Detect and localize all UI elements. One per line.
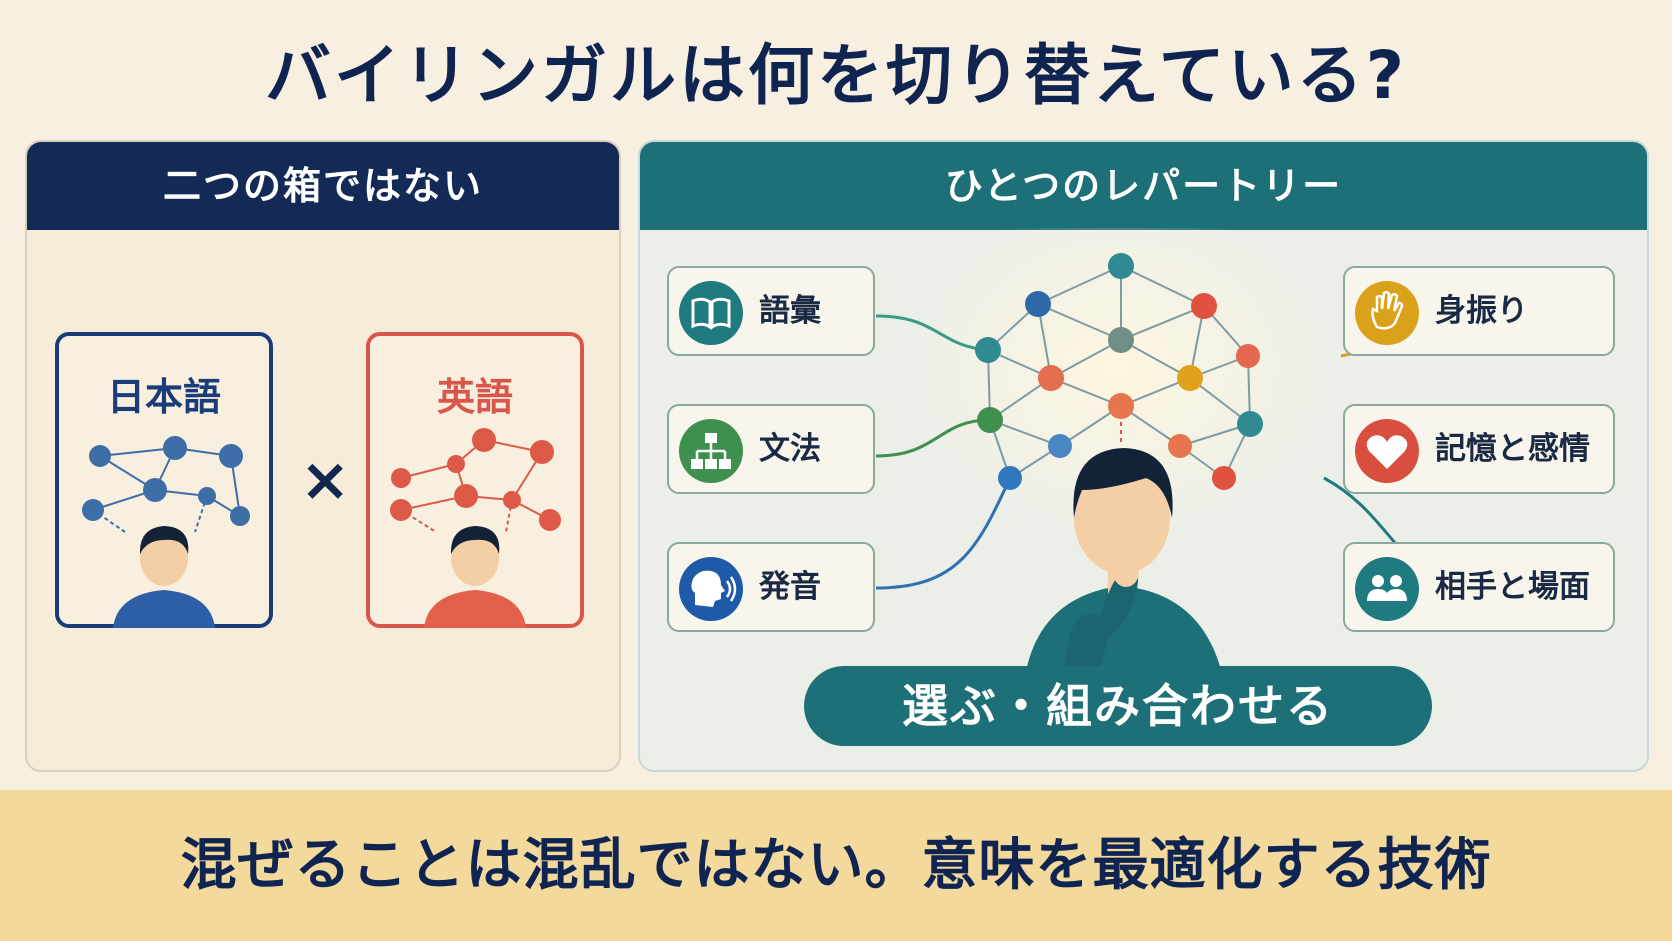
page-title: バイリンガルは何を切り替えている? (265, 37, 1407, 114)
speaking-head-icon (679, 557, 743, 621)
cross-mark: × (300, 445, 351, 515)
hierarchy-icon (679, 419, 743, 483)
select-combine-label: 選ぶ・組み合わせる (804, 666, 1432, 746)
one-repertoire-header: ひとつのレパートリー (640, 142, 1647, 230)
english-network-icon (390, 428, 561, 628)
english-label: 英語 (436, 375, 513, 419)
book-icon (679, 281, 743, 345)
footer-banner: 混ぜることは混乱ではない。意味を最適化する技術 (0, 790, 1672, 941)
item-memory-emotion: 記憶と感情 (1343, 404, 1615, 494)
item-memory-emotion-label: 記憶と感情 (1435, 431, 1590, 467)
japanese-box: 日本語 (55, 332, 273, 628)
item-pronunciation: 発音 (667, 542, 875, 632)
item-grammar-label: 文法 (759, 431, 821, 467)
english-box: 英語 (366, 332, 584, 628)
person-icon (113, 526, 215, 628)
hand-icon (1355, 281, 1419, 345)
japanese-label: 日本語 (106, 375, 221, 419)
people-icon (1355, 557, 1419, 621)
item-partner-situation-label: 相手と場面 (1435, 569, 1590, 605)
japanese-network-icon (82, 436, 250, 628)
item-grammar: 文法 (667, 404, 875, 494)
item-pronunciation-label: 発音 (759, 569, 821, 605)
item-gesture-label: 身振り (1435, 293, 1528, 329)
item-vocabulary: 語彙 (667, 266, 875, 356)
item-partner-situation: 相手と場面 (1343, 542, 1615, 632)
item-gesture: 身振り (1343, 266, 1615, 356)
footer-text: 混ぜることは混乱ではない。意味を最適化する技術 (180, 833, 1492, 898)
person-icon (424, 526, 526, 628)
heart-icon (1355, 419, 1419, 483)
item-vocabulary-label: 語彙 (759, 293, 821, 329)
two-boxes-header: 二つの箱ではない (27, 142, 619, 230)
